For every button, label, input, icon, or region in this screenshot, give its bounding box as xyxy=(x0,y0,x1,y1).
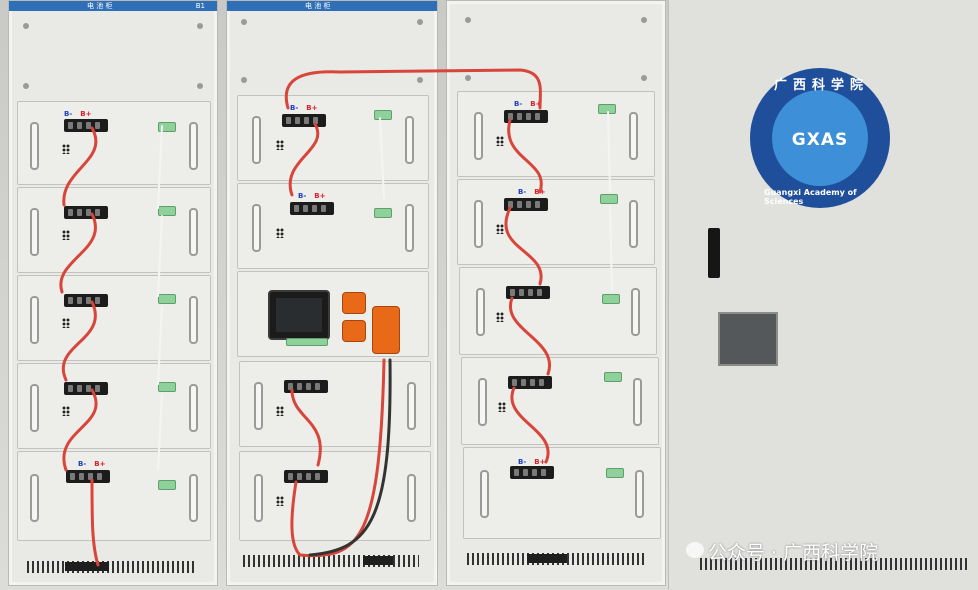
terminal-block xyxy=(64,206,108,219)
signal-connector xyxy=(158,122,176,132)
terminal-block xyxy=(290,202,334,215)
signal-connector xyxy=(158,382,176,392)
battery-module xyxy=(17,275,211,361)
rack-2-header-label: 电 池 柜 xyxy=(305,2,331,10)
battery-module: B-B+ xyxy=(17,451,211,541)
cable xyxy=(290,388,322,467)
power-connector xyxy=(342,292,366,314)
battery-module: B-B+ xyxy=(463,447,661,539)
bms-display xyxy=(268,290,330,340)
breaker-switch xyxy=(372,306,400,354)
wechat-icon xyxy=(686,542,704,558)
rack-1-header-label: 电 池 柜 xyxy=(87,2,113,10)
terminal-block xyxy=(506,286,550,299)
signal-connector xyxy=(602,294,620,304)
watermark: 公众号 · 广西科学院 xyxy=(708,542,879,564)
cable xyxy=(290,358,386,558)
terminal-block xyxy=(64,119,108,132)
terminal-block xyxy=(510,466,554,479)
battery-module xyxy=(239,451,431,541)
control-module xyxy=(237,271,429,357)
side-switch xyxy=(708,228,720,278)
battery-rack-3: B-B+ B-B+ B-B+ xyxy=(446,0,666,586)
power-connector xyxy=(342,320,366,342)
signal-connector xyxy=(600,194,618,204)
gxas-logo: GXAS 广西科学院 Guangxi Academy of Sciences xyxy=(750,68,890,208)
battery-rack-2: 电 池 柜 B-B+ B-B+ xyxy=(226,0,438,586)
battery-rack-1: 电 池 柜 B1 B-B+ xyxy=(8,0,218,586)
cable xyxy=(510,386,550,464)
cable xyxy=(62,388,98,472)
rack-1-header-id: B1 xyxy=(195,2,205,10)
battery-module xyxy=(459,267,657,355)
terminal-block xyxy=(66,470,110,483)
battery-module: B-B+ xyxy=(17,101,211,185)
signal-connector xyxy=(158,294,176,304)
signal-connector xyxy=(598,104,616,114)
battery-module: B-B+ xyxy=(457,179,655,265)
logo-english: Guangxi Academy of Sciences xyxy=(764,188,857,206)
rack-2-header: 电 池 柜 xyxy=(227,1,437,11)
terminal-block xyxy=(504,110,548,123)
battery-module xyxy=(17,187,211,273)
terminal-block xyxy=(504,198,548,211)
logo-chinese: 广西科学院 xyxy=(774,78,870,93)
terminal-block xyxy=(508,376,552,389)
rack-1-header: 电 池 柜 B1 xyxy=(9,1,217,11)
battery-module xyxy=(17,363,211,449)
battery-module: B-B+ xyxy=(237,183,429,269)
terminal-block xyxy=(64,382,108,395)
signal-wire xyxy=(157,125,163,471)
terminal-block xyxy=(284,380,328,393)
logo-abbr: GXAS xyxy=(791,130,849,150)
signal-connector xyxy=(158,206,176,216)
signal-connector xyxy=(604,372,622,382)
battery-module: B-B+ xyxy=(237,95,429,181)
cable xyxy=(59,212,97,294)
signal-connector xyxy=(158,480,176,490)
battery-module xyxy=(461,357,659,445)
signal-connector xyxy=(606,468,624,478)
inspection-window xyxy=(718,312,778,366)
cable xyxy=(508,296,552,376)
terminal-block xyxy=(64,294,108,307)
battery-module xyxy=(239,361,431,447)
signal-connector xyxy=(374,110,392,120)
cable xyxy=(62,126,98,207)
signal-wire xyxy=(379,111,613,291)
cable xyxy=(284,68,542,110)
cable xyxy=(507,118,543,194)
cable xyxy=(504,206,543,286)
cable xyxy=(90,478,100,567)
cable xyxy=(288,122,320,197)
cable xyxy=(61,300,97,382)
cable xyxy=(308,358,392,557)
battery-module: B-B+ xyxy=(457,91,655,177)
signal-connector xyxy=(374,208,392,218)
terminal-block xyxy=(284,470,328,483)
